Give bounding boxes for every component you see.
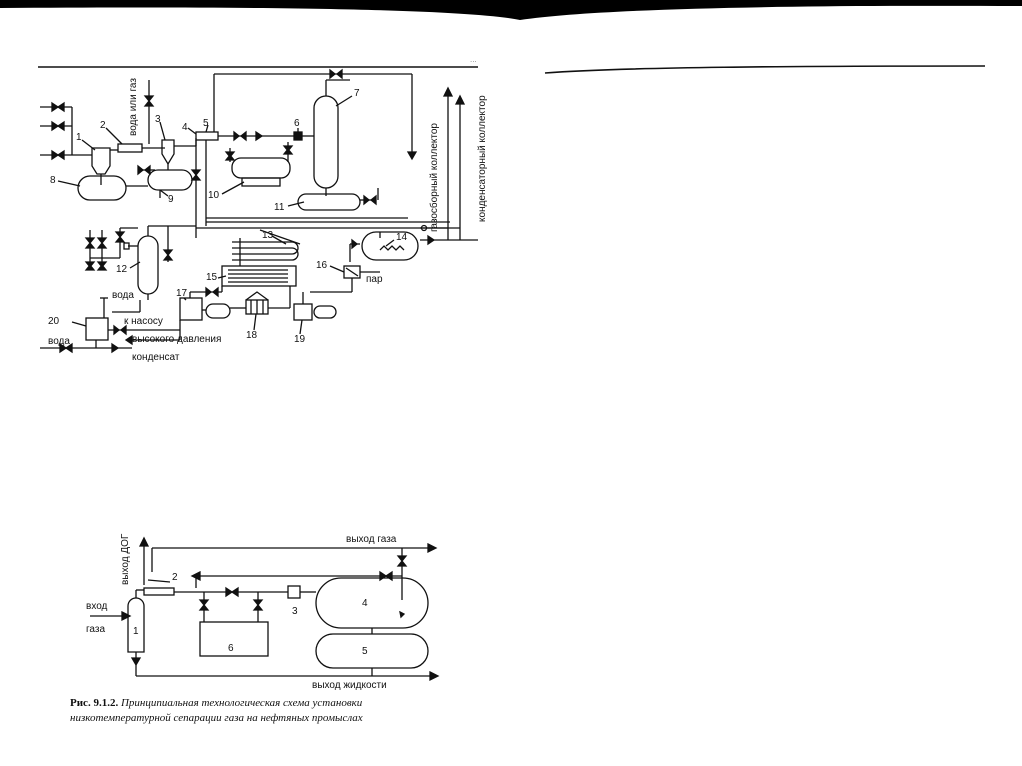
item-number-15: 15 [206, 272, 218, 283]
label-gas-inlet-1: вход [86, 601, 108, 612]
item-number-13: 13 [262, 230, 274, 241]
item-number-11: 11 [274, 202, 285, 213]
figure-caption-label: Рис. 9.1.2. [70, 697, 119, 709]
item-number-18: 18 [246, 330, 258, 341]
label-high-pressure: высокого давления [132, 334, 222, 345]
label-to-pump: к насосу [124, 316, 163, 327]
label-condensate-collector: конденсаторный коллектор [477, 95, 488, 222]
item-number-20: 20 [48, 316, 60, 327]
item-number-5: 5 [203, 118, 209, 129]
bottom-number-4: 4 [362, 598, 368, 609]
item-number-17: 17 [176, 288, 188, 299]
bottom-number-1: 1 [133, 626, 139, 637]
item-number-1: 1 [76, 132, 82, 143]
figure-caption-text-1: Принципиальная технологическая схема уст… [120, 697, 363, 709]
label-water-b: вода [48, 336, 70, 347]
label-gas-outlet: выход газа [346, 534, 397, 545]
item-number-3: 3 [155, 114, 161, 125]
figure-caption-text-2: низкотемпературной сепарации газа на неф… [70, 712, 363, 724]
label-water-a: вода [112, 290, 134, 301]
item-number-9: 9 [168, 194, 174, 205]
item-number-10: 10 [208, 190, 220, 201]
label-water-or-gas: вода или газ [128, 78, 139, 136]
bottom-number-3: 3 [292, 606, 298, 617]
item-number-16: 16 [316, 260, 328, 271]
inlet-lines [40, 101, 92, 161]
item-number-2: 2 [100, 120, 106, 131]
item-number-14: 14 [396, 232, 408, 243]
page-spine-shadow [0, 0, 1022, 20]
bottom-number-2: 2 [172, 572, 178, 583]
label-dog-outlet: выход ДОГ [120, 533, 131, 585]
label-gas-inlet-2: газа [86, 624, 106, 635]
item-number-12: 12 [116, 264, 128, 275]
item-number-7: 7 [354, 88, 360, 99]
figure-caption-line-2: низкотемпературной сепарации газа на неф… [70, 711, 363, 726]
item-number-4: 4 [182, 122, 188, 133]
margin-mark: ... [470, 55, 477, 64]
label-gas-collector: газосборный коллектор [429, 123, 440, 232]
figure-caption-line-1: Рис. 9.1.2. Принципиальная технологическ… [70, 696, 362, 711]
bottom-number-6: 6 [228, 643, 234, 654]
item-number-8: 8 [50, 175, 56, 186]
bottom-number-5: 5 [362, 646, 368, 657]
label-liquid-outlet: выход жидкости [312, 680, 387, 691]
item-number-6: 6 [294, 118, 300, 129]
label-condensate: конденсат [132, 352, 180, 363]
item-number-19: 19 [294, 334, 306, 345]
label-steam: пар [366, 274, 383, 285]
